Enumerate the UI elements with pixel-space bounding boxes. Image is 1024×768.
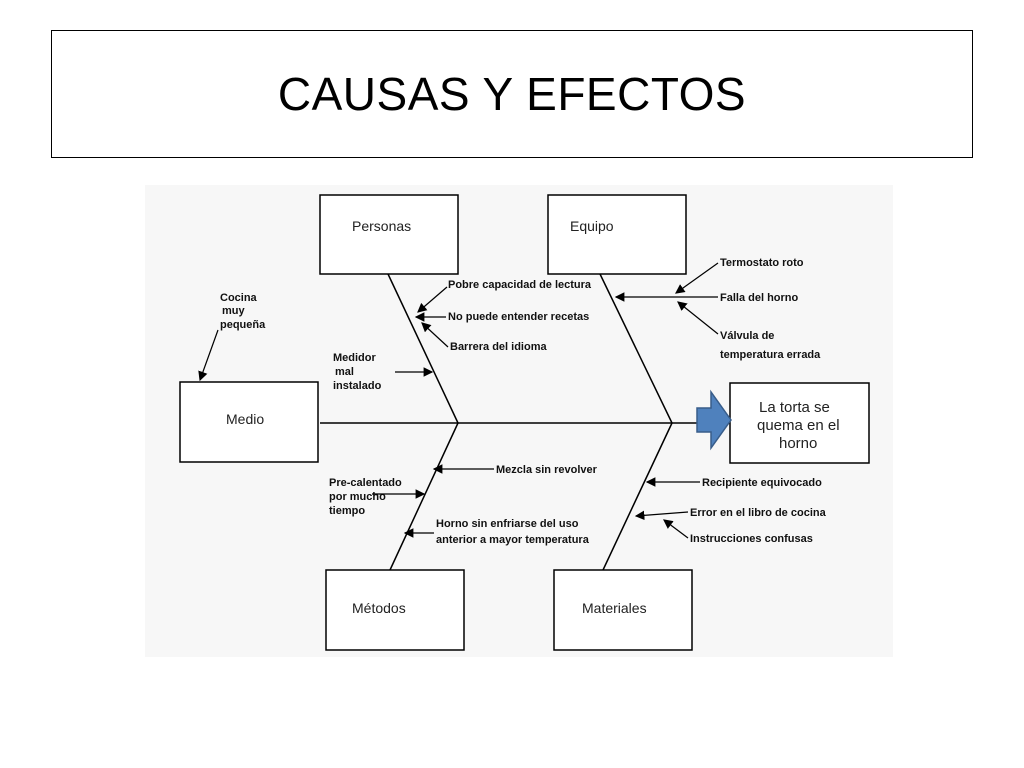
cause-medio-1-line-3: pequeña [220, 319, 266, 331]
effect-label-line-2: quema en el [757, 417, 840, 434]
category-box-metodos [325, 569, 465, 651]
cause-metodos-2-line-1: Pre-calentado [329, 477, 402, 489]
category-box-materiales [553, 569, 693, 651]
cause-personas-2: No puede entender recetas [448, 311, 589, 323]
category-box-medio [179, 381, 319, 463]
category-label-materiales: Materiales [582, 600, 647, 616]
effect-box [729, 382, 870, 464]
category-label-equipo: Equipo [570, 218, 614, 234]
effect-label-line-1: La torta se [759, 399, 830, 416]
category-box-equipo [547, 194, 687, 275]
cause-equipo-3-line-1: Válvula de [720, 330, 774, 342]
bone-metodos [389, 422, 459, 571]
bone-equipo [599, 273, 673, 424]
bone-personas [387, 273, 459, 424]
cause-arrow-equipo-3 [677, 301, 719, 335]
cause-medio-2-line-3: instalado [333, 380, 382, 392]
cause-medio-2-line-2: mal [335, 366, 354, 378]
cause-medio-2-line-1: Medidor [333, 352, 376, 364]
slide-title: CAUSAS Y EFECTOS [277, 68, 747, 120]
cause-metodos-2-line-3: tiempo [329, 505, 365, 517]
cause-personas-1: Pobre capacidad de lectura [448, 279, 592, 291]
cause-arrow-personas-3 [421, 322, 449, 348]
effect-arrow-icon [696, 389, 732, 451]
cause-materiales-2: Error en el libro de cocina [690, 507, 827, 519]
category-label-personas: Personas [352, 218, 411, 234]
cause-metodos-1: Mezcla sin revolver [496, 464, 598, 476]
category-label-medio: Medio [226, 411, 264, 427]
cause-equipo-3-line-2: temperatura errada [720, 349, 821, 361]
cause-personas-3: Barrera del idioma [450, 341, 547, 353]
cause-medio-1-line-1: Cocina [220, 292, 258, 304]
cause-metodos-2-line-2: por mucho [329, 491, 386, 503]
cause-metodos-3-line-1: Horno sin enfriarse del uso [436, 518, 579, 530]
cause-medio-1-line-2: muy [222, 305, 246, 317]
effect-label-line-3: horno [779, 435, 817, 452]
bone-materiales [602, 422, 673, 571]
cause-materiales-1: Recipiente equivocado [702, 477, 822, 489]
cause-arrow-materiales-3 [663, 519, 689, 539]
title-box: CAUSAS Y EFECTOS [51, 30, 973, 158]
category-label-metodos: Métodos [352, 600, 406, 616]
category-box-personas [319, 194, 459, 275]
cause-arrow-personas-1 [417, 286, 448, 313]
cause-equipo-1: Termostato roto [720, 257, 804, 269]
cause-materiales-3: Instrucciones confusas [690, 533, 813, 545]
cause-arrow-medio-1 [198, 329, 219, 382]
cause-arrow-equipo-1 [675, 262, 719, 294]
cause-equipo-2: Falla del horno [720, 292, 799, 304]
cause-arrow-materiales-2 [634, 510, 689, 521]
cause-metodos-3-line-2: anterior a mayor temperatura [436, 534, 590, 546]
